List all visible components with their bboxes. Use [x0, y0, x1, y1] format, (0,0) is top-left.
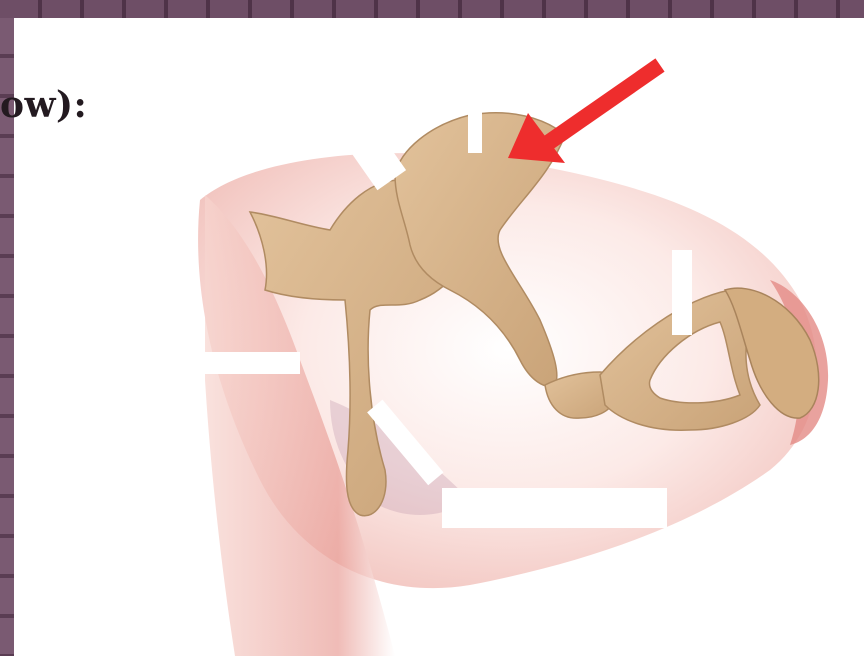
pointer-arrow-icon [508, 65, 660, 163]
